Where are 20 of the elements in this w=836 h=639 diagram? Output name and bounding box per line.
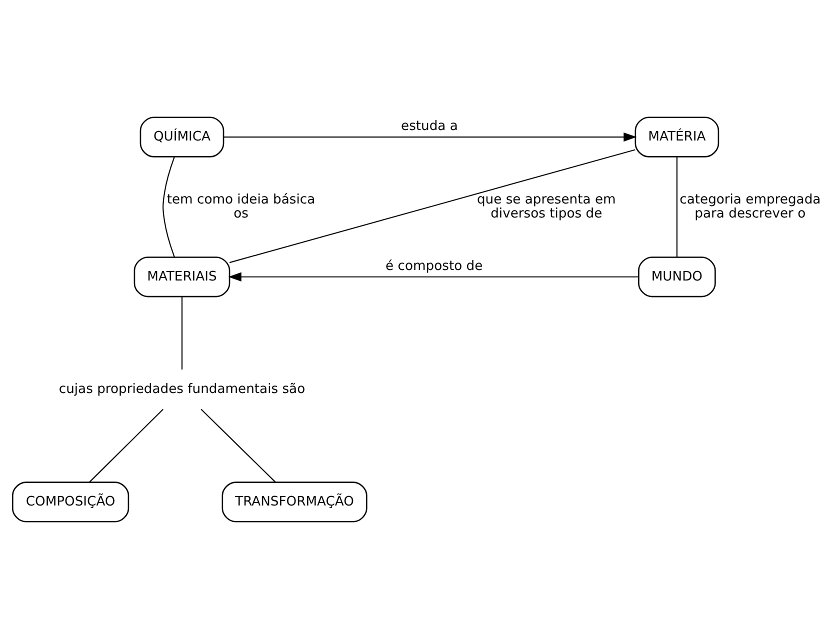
connector bbox=[676, 157, 678, 258]
node-text: cujas propriedades fundamentais são bbox=[58, 382, 306, 397]
connector bbox=[200, 408, 276, 482]
node-box: MATERIAIS bbox=[134, 256, 230, 298]
edge-label: categoria empregada para descrever o bbox=[680, 192, 821, 222]
connector bbox=[162, 156, 175, 258]
connector bbox=[89, 408, 164, 482]
arrow bbox=[224, 132, 637, 142]
node-box: TRANSFORMAÇÃO bbox=[222, 482, 368, 522]
edge-label: estuda a bbox=[401, 119, 458, 134]
node-box: MUNDO bbox=[638, 256, 716, 298]
edge-label: é composto de bbox=[386, 258, 483, 274]
connector bbox=[181, 296, 183, 370]
connector bbox=[229, 149, 636, 264]
node-box: COMPOSIÇÃO bbox=[12, 482, 130, 522]
node-box: QUÍMICA bbox=[140, 116, 224, 158]
edge-label: que se apresenta em diversos tipos de bbox=[476, 192, 616, 222]
edge-label: tem como ideia básica os bbox=[166, 192, 316, 222]
node-box: MATÉRIA bbox=[634, 116, 720, 158]
arrow bbox=[228, 272, 638, 282]
